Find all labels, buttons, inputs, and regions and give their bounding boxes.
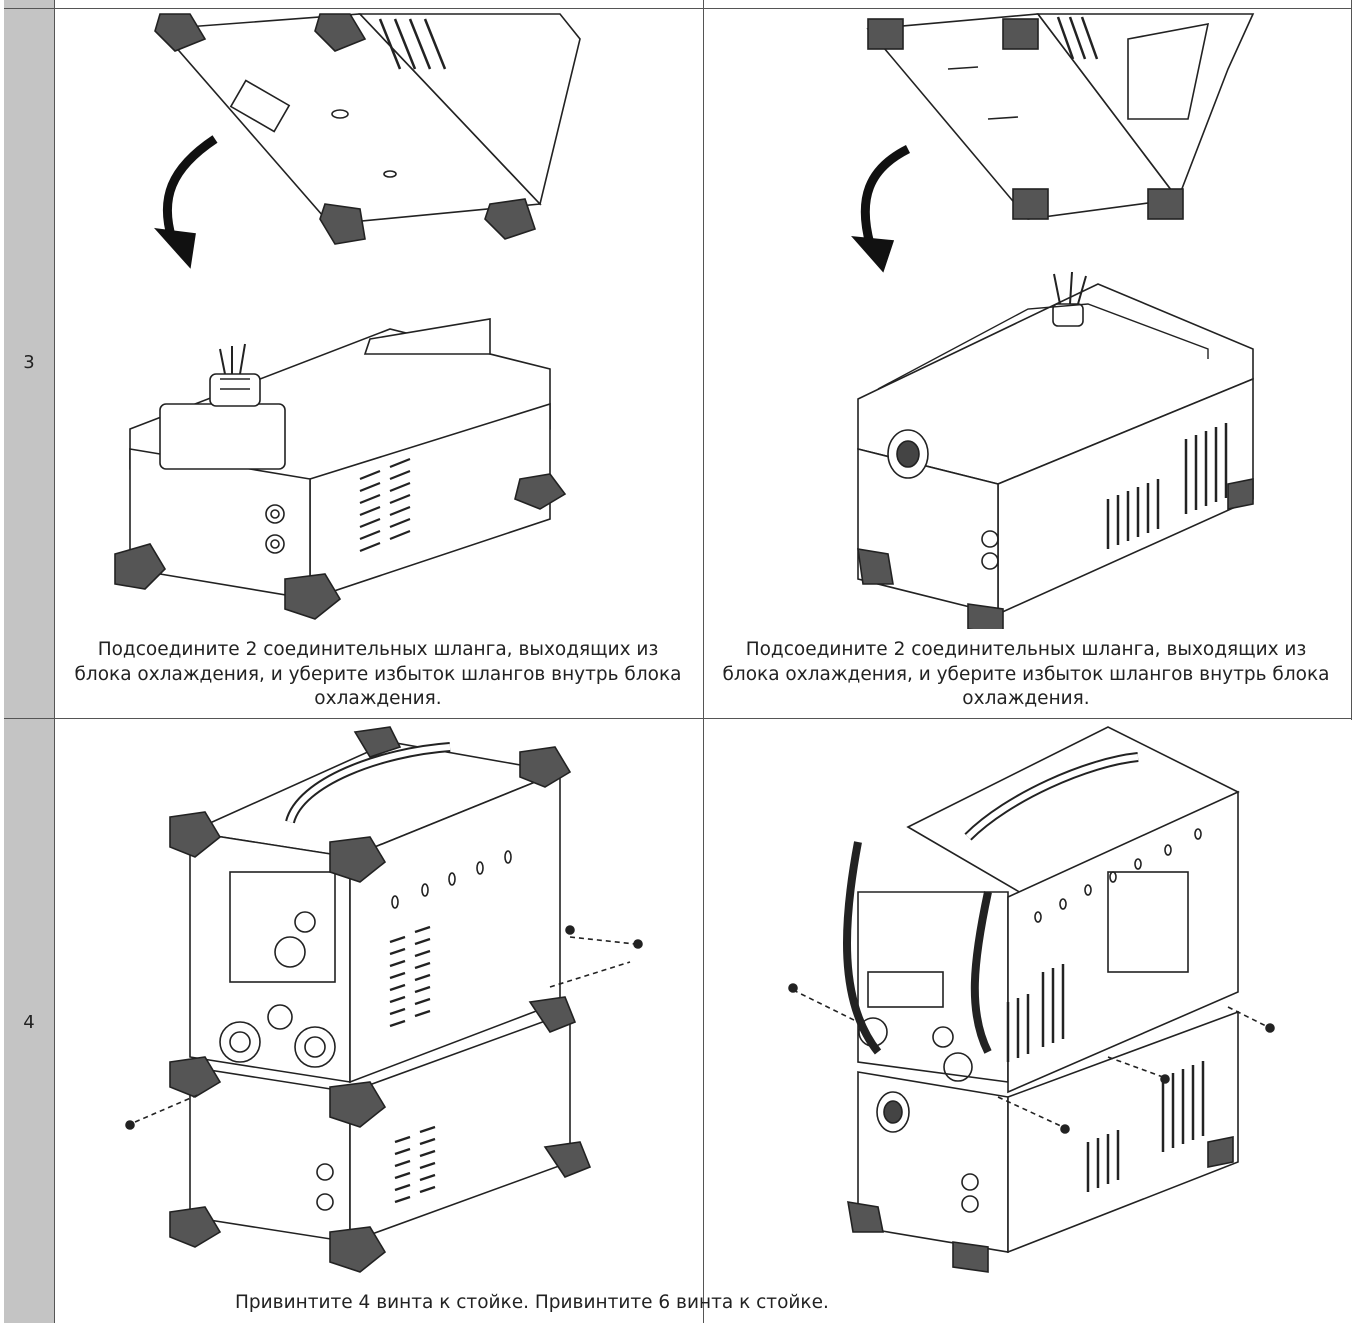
caption-line: блока охлаждения, и уберите избыток шлан… xyxy=(74,663,682,685)
welder-unit-tilted xyxy=(866,13,1255,220)
table-row-divider xyxy=(4,718,1352,719)
curved-arrow-icon xyxy=(851,144,911,273)
step4-left-illustration xyxy=(125,726,643,1273)
step4-right-illustration xyxy=(788,726,1275,1273)
caption-line: блока охлаждения, и уберите избыток шлан… xyxy=(722,663,1330,685)
table-divider-center xyxy=(703,0,704,1323)
welder-on-cooling-unit xyxy=(125,726,643,1273)
caption-line: охлаждения. xyxy=(962,688,1090,709)
table-row-top xyxy=(4,8,1352,9)
curved-arrow-icon xyxy=(153,135,218,269)
step3-right-illustration xyxy=(851,13,1255,629)
caption-line: охлаждения. xyxy=(314,688,442,709)
table-border-right xyxy=(1351,0,1352,720)
step4-caption: Привинтите 4 винта к стойке. Привинтите … xyxy=(235,1292,829,1313)
cooling-unit xyxy=(114,318,567,620)
step3-left-caption: Подсоедините 2 соединительных шланга, вы… xyxy=(60,638,696,712)
step-column xyxy=(4,0,54,1323)
step3-right-caption: Подсоедините 2 соединительных шланга, вы… xyxy=(708,638,1344,712)
step-number-4: 4 xyxy=(23,1012,35,1033)
caption-line: Подсоедините 2 соединительных шланга, вы… xyxy=(97,639,659,660)
cooling-unit xyxy=(857,271,1254,629)
welder-on-cooling-unit xyxy=(788,726,1275,1273)
welder-unit-tilted xyxy=(154,13,581,245)
step-number-3: 3 xyxy=(23,352,35,373)
caption-line: Подсоедините 2 соединительных шланга, вы… xyxy=(745,639,1307,660)
table-border-left xyxy=(54,0,55,1323)
step3-left-illustration xyxy=(114,13,581,620)
